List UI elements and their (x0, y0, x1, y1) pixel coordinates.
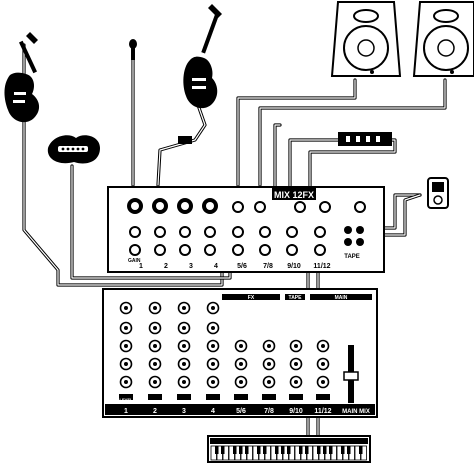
channel-label: 1 (139, 263, 143, 270)
electric-guitar-icon (183, 4, 222, 109)
mute-button-icon (119, 394, 133, 400)
channel-label: 11/12 (313, 263, 330, 270)
mute-button-icon (177, 394, 191, 400)
mute-button-icon (262, 394, 276, 400)
mute-button-icon (234, 394, 248, 400)
cable-adapter-box (338, 132, 392, 146)
channel-label: 7/8 (263, 263, 273, 270)
mixer-brand: MIX 12FX (274, 190, 314, 200)
knob-center (211, 306, 215, 310)
knob-center (267, 380, 271, 384)
knob-center (267, 362, 271, 366)
keyboard-icon (207, 435, 371, 463)
knob-center (182, 362, 186, 366)
black-key (287, 446, 291, 454)
loudspeaker-icon (412, 0, 474, 77)
knob-center (294, 362, 298, 366)
mute-button-icon (316, 394, 330, 400)
knob-center (294, 380, 298, 384)
channel-label: 3 (189, 263, 193, 270)
top-channel-labels: 1 2 3 4 5/6 7/8 9/10 11/12 TAPE GAIN (128, 254, 360, 270)
media-player-icon (427, 177, 449, 209)
black-key (347, 446, 351, 454)
knob-center (153, 326, 157, 330)
knob-center (239, 380, 243, 384)
black-key (281, 446, 285, 454)
bottom-channel-labels: 1 2 3 4 5/6 7/8 9/10 11/12 MAIN MIX LEVE… (120, 397, 370, 415)
black-key (305, 446, 309, 454)
tape-section-label: TAPE (289, 295, 303, 301)
black-key (215, 446, 219, 454)
knob-center (124, 362, 128, 366)
knob-center (267, 344, 271, 348)
knob-center (182, 306, 186, 310)
microphone-icon (129, 39, 137, 60)
black-key (323, 446, 327, 454)
black-key (233, 446, 237, 454)
main-section-label: MAIN (335, 295, 348, 301)
black-key (299, 446, 303, 454)
black-key (317, 446, 321, 454)
channel-label: 7/8 (264, 408, 274, 415)
black-key (341, 446, 345, 454)
level-label: LEVEL (120, 397, 133, 402)
knob-center (182, 380, 186, 384)
knob-center (294, 344, 298, 348)
inline-adapter (178, 136, 192, 144)
channel-label: 2 (153, 408, 157, 415)
knob-center (239, 344, 243, 348)
channel-label: 1 (124, 408, 128, 415)
black-key (275, 446, 279, 454)
knob-center (124, 306, 128, 310)
knob-center (321, 362, 325, 366)
channel-label: 2 (164, 263, 168, 270)
knob-center (211, 380, 215, 384)
knob-center (182, 326, 186, 330)
channel-label: 11/12 (314, 408, 331, 415)
knob-center (211, 344, 215, 348)
knob-center (239, 362, 243, 366)
fx-section-label: FX (248, 295, 255, 301)
mute-button-icon (289, 394, 303, 400)
gain-label: GAIN (128, 258, 141, 264)
black-key (257, 446, 261, 454)
black-key (239, 446, 243, 454)
mixer-rear-panel: MIX 12FX 1 2 3 4 5/6 7/8 9/10 11/12 TAPE… (107, 186, 385, 273)
black-key (359, 446, 363, 454)
knob-center (182, 344, 186, 348)
channel-label: 4 (211, 408, 215, 415)
knob-center (321, 344, 325, 348)
electric-guitar-icon (4, 32, 40, 123)
knob-center (153, 380, 157, 384)
knob-center (321, 380, 325, 384)
channel-label: 9/10 (289, 408, 303, 415)
mute-button-icon (206, 394, 220, 400)
channel-label: 5/6 (237, 263, 247, 270)
channel-label: 3 (182, 408, 186, 415)
knob-center (124, 380, 128, 384)
main-mix-label: MAIN MIX (342, 409, 370, 415)
knob-center (153, 344, 157, 348)
knob-center (124, 344, 128, 348)
black-key (329, 446, 333, 454)
mute-button-icon (148, 394, 162, 400)
black-key (263, 446, 267, 454)
knob-center (153, 306, 157, 310)
channel-label: 4 (214, 263, 218, 270)
mixer-control-surface: FX TAPE MAIN 1 2 3 4 5/6 7/8 9/10 11/12 … (102, 288, 378, 418)
knob-center (124, 326, 128, 330)
black-key (221, 446, 225, 454)
acoustic-pickup-icon (47, 135, 100, 164)
loudspeaker-icon (330, 0, 402, 77)
knob-center (153, 362, 157, 366)
black-key (245, 446, 249, 454)
channel-label: 9/10 (287, 263, 301, 270)
tape-label: TAPE (344, 254, 360, 260)
knob-center (211, 326, 215, 330)
channel-label: 5/6 (236, 408, 246, 415)
knob-center (211, 362, 215, 366)
